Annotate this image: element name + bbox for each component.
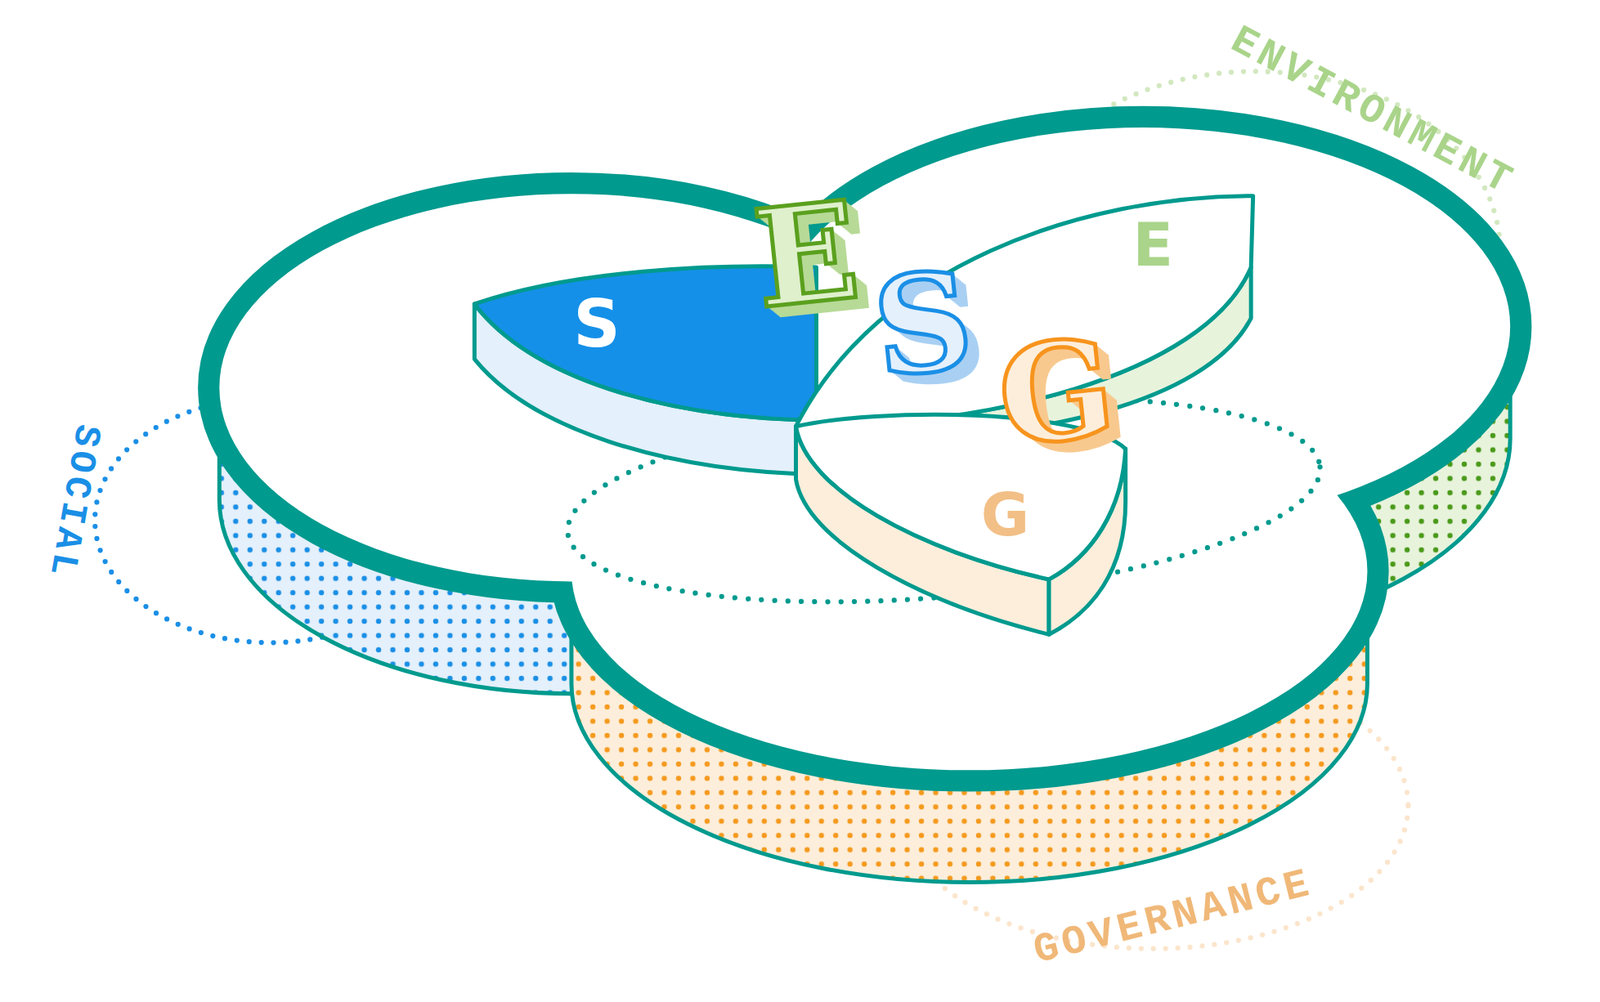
esg-letter: S	[868, 252, 980, 397]
segment-letter: S	[573, 291, 621, 358]
pillar-title: GOVERNANCE	[1030, 864, 1318, 973]
esg-letter: G	[991, 319, 1121, 467]
esg-letter: E	[748, 183, 865, 328]
segment-letter: E	[1133, 215, 1174, 274]
segment-letter: G	[981, 485, 1030, 545]
